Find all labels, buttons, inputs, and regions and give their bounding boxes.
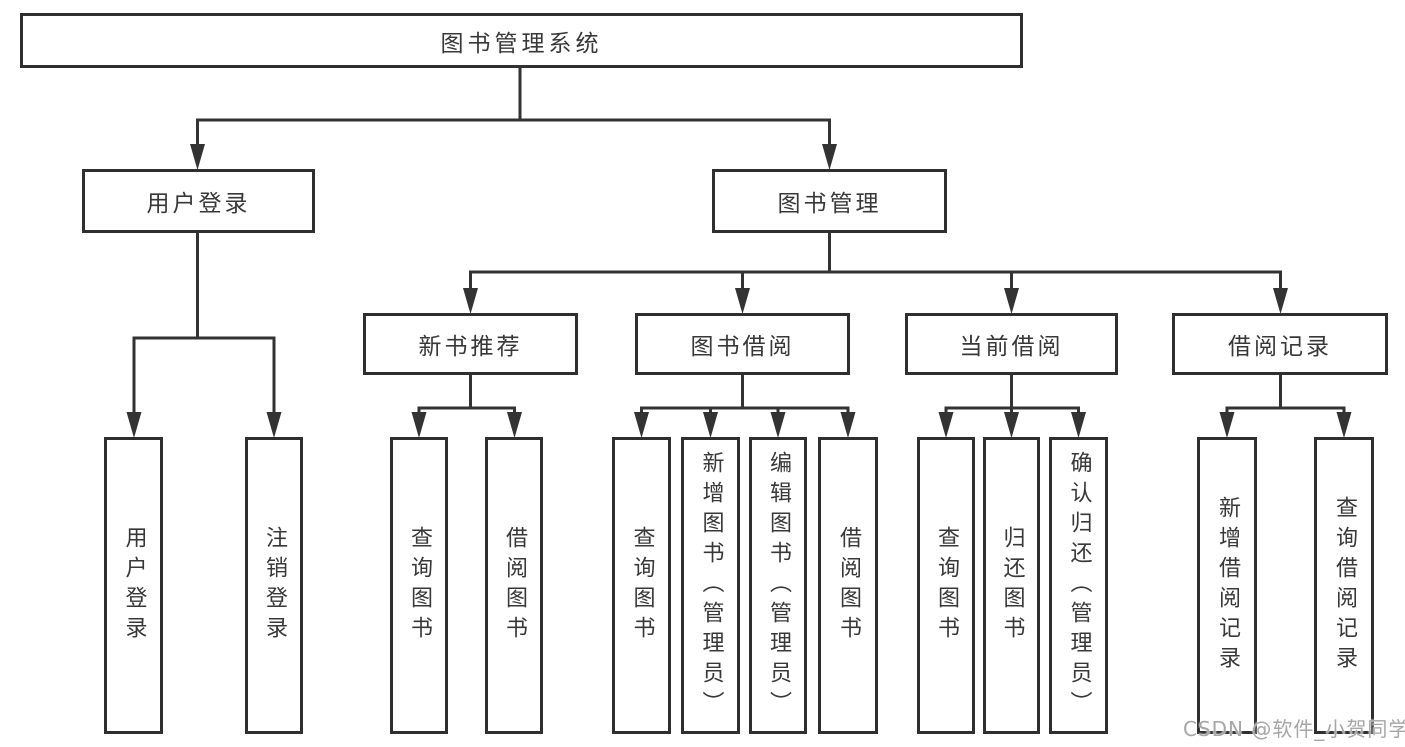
- leaf-query-books-current: 查询图书: [917, 437, 975, 734]
- leaf-query-books-recommend: 查询图书: [390, 437, 448, 734]
- arrowheads-level2: [190, 144, 837, 170]
- connector-book-management-to-level3: [469, 231, 1282, 298]
- arrowheads-user-login-leaves: [126, 412, 282, 438]
- node-root-library-system: 图书管理系统: [20, 13, 1023, 68]
- arrowheads-new-book-recommend-leaves: [411, 412, 522, 438]
- leaf-borrow-books-recommend: 借阅图书: [485, 437, 543, 734]
- node-book-borrowing: 图书借阅: [635, 313, 850, 375]
- connector-book-borrowing-to-leaves: [640, 375, 850, 424]
- node-new-book-recommend: 新书推荐: [363, 313, 578, 375]
- leaf-logout: 注销登录: [245, 437, 303, 734]
- connector-new-book-recommend-to-leaves: [417, 375, 516, 424]
- arrowheads-book-borrowing-leaves: [634, 412, 856, 438]
- leaf-borrow-books: 借阅图书: [818, 437, 878, 734]
- arrowheads-borrowing-records-leaves: [1219, 412, 1352, 438]
- connector-root-to-level2: [196, 66, 831, 152]
- node-user-login: 用户登录: [82, 169, 315, 233]
- node-borrowing-records: 借阅记录: [1172, 313, 1388, 375]
- node-current-borrowing: 当前借阅: [905, 313, 1118, 375]
- leaf-return-books: 归还图书: [983, 437, 1040, 734]
- leaf-query-borrow-record: 查询借阅记录: [1314, 437, 1374, 734]
- leaf-add-borrow-record: 新增借阅记录: [1197, 437, 1257, 734]
- arrowheads-current-borrowing-leaves: [938, 412, 1086, 438]
- node-book-management: 图书管理: [712, 169, 947, 233]
- connector-user-login-to-leaves: [132, 231, 276, 420]
- csdn-watermark: CSDN @软件_小贺同学: [1183, 717, 1405, 741]
- leaf-add-books-admin: 新增图书（管理员）: [681, 437, 740, 734]
- leaf-confirm-return-admin: 确认归还（管理员）: [1049, 437, 1108, 734]
- connector-borrowing-records-to-leaves: [1225, 375, 1346, 424]
- leaf-edit-books-admin: 编辑图书（管理员）: [749, 437, 807, 734]
- leaf-query-books-borrowing: 查询图书: [612, 437, 671, 734]
- leaf-user-login: 用户登录: [104, 437, 163, 734]
- arrowheads-level3: [463, 288, 1288, 314]
